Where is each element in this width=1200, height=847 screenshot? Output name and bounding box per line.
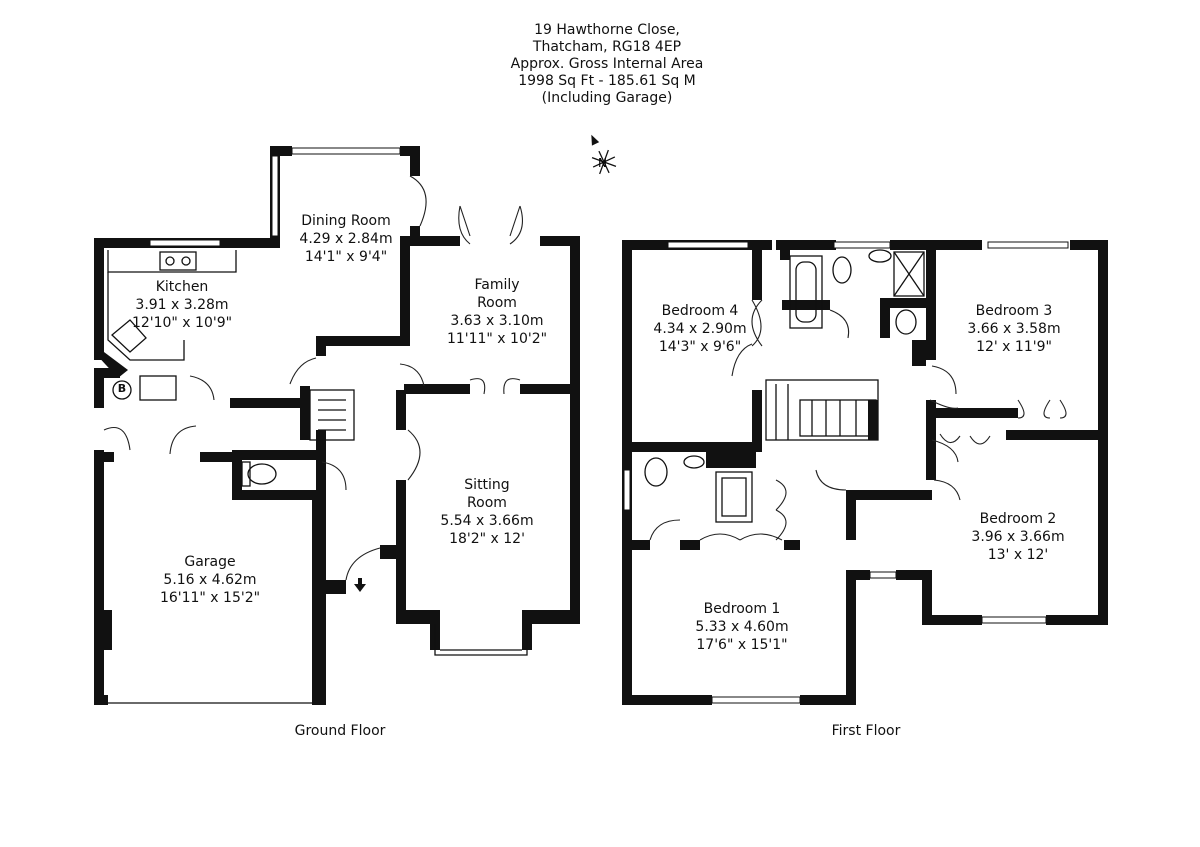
ground-floor-fixtures [103, 147, 528, 704]
property-header: 19 Hawthorne Close, Thatcham, RG18 4EP A… [511, 22, 704, 107]
room-name: Bedroom 4 [661, 303, 739, 319]
room-label-dining-room: Dining Room 4.29 x 2.84m 14'1" x 9'4" [299, 212, 392, 266]
room-metric: 5.54 x 3.66m [440, 513, 534, 529]
room-name: Bedroom 3 [975, 303, 1053, 319]
area-note: (Including Garage) [541, 90, 673, 106]
entrance-arrow-icon [354, 578, 366, 592]
room-metric: 4.34 x 2.90m [653, 321, 747, 337]
room-metric: 4.29 x 2.84m [299, 231, 393, 247]
room-name: Bedroom 2 [979, 511, 1057, 527]
boiler-label: B [117, 382, 127, 395]
room-imperial: 14'1" x 9'4" [304, 249, 388, 265]
ground-floor-label: Ground Floor [294, 723, 386, 739]
room-name: Kitchen [155, 279, 209, 295]
room-imperial: 16'11" x 15'2" [159, 590, 261, 606]
area-value: 1998 Sq Ft - 185.61 Sq M [518, 73, 696, 89]
compass-icon [591, 134, 617, 175]
room-metric: 5.33 x 4.60m [695, 619, 789, 635]
dining-door-arc [409, 175, 427, 227]
room-label-bedroom-1: Bedroom 1 5.33 x 4.60m 17'6" x 15'1" [695, 600, 788, 654]
room-label-kitchen: Kitchen 3.91 x 3.28m 12'10" x 10'9" [132, 278, 232, 332]
room-name: Dining Room [301, 213, 391, 229]
room-metric: 3.63 x 3.10m [450, 313, 544, 329]
room-imperial: 18'2" x 12' [449, 531, 525, 547]
room-label-sitting-room: Sitting Room 5.54 x 3.66m 18'2" x 12' [440, 476, 533, 548]
room-metric: 3.66 x 3.58m [967, 321, 1061, 337]
room-imperial: 11'11" x 10'2" [446, 331, 548, 347]
room-label-garage: Garage 5.16 x 4.62m 16'11" x 15'2" [160, 553, 260, 607]
room-label-bedroom-2: Bedroom 2 3.96 x 3.66m 13' x 12' [971, 510, 1064, 564]
room-imperial: 17'6" x 15'1" [696, 637, 788, 653]
room-metric: 3.96 x 3.66m [971, 529, 1065, 545]
boiler-icon [112, 380, 132, 400]
room-metric: 3.91 x 3.28m [135, 297, 229, 313]
address-line-2: Thatcham, RG18 4EP [532, 39, 682, 55]
room-imperial: 12'10" x 10'9" [131, 315, 233, 331]
area-title: Approx. Gross Internal Area [510, 56, 704, 72]
room-metric: 5.16 x 4.62m [163, 572, 257, 588]
room-imperial: 13' x 12' [987, 547, 1049, 563]
room-imperial: 14'3" x 9'6" [658, 339, 742, 355]
room-name: Bedroom 1 [703, 601, 781, 617]
address-line-1: 19 Hawthorne Close, [534, 22, 680, 38]
room-name: Garage [184, 554, 236, 570]
compass-label: N [598, 156, 607, 170]
room-label-bedroom-3: Bedroom 3 3.66 x 3.58m 12' x 11'9" [967, 302, 1060, 356]
room-name: Sitting Room [464, 477, 510, 511]
first-floor-fixtures [623, 241, 1069, 704]
room-imperial: 12' x 11'9" [976, 339, 1052, 355]
room-label-bedroom-4: Bedroom 4 4.34 x 2.90m 14'3" x 9'6" [653, 302, 746, 356]
first-floor-label: First Floor [831, 723, 901, 739]
room-name: Family Room [474, 277, 520, 311]
room-label-family-room: Family Room 3.63 x 3.10m 11'11" x 10'2" [447, 276, 547, 348]
